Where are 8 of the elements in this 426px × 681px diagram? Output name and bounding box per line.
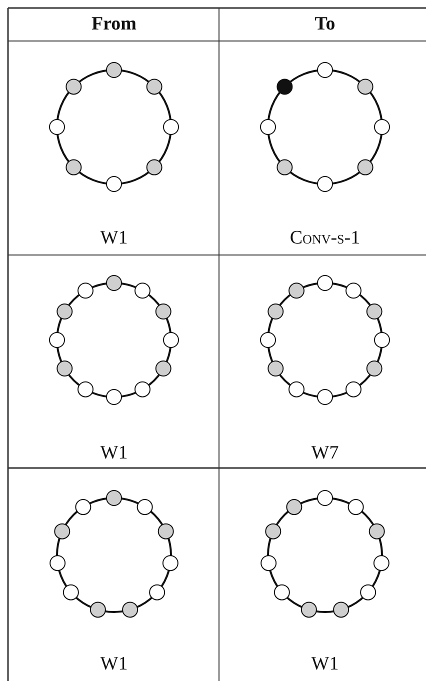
- table-cell-text: W1: [100, 444, 128, 462]
- table-cell-text: W7: [311, 444, 339, 462]
- table-cell-text: W1: [100, 654, 128, 674]
- column-header: From: [91, 14, 137, 34]
- table-cell-text: W1: [311, 654, 339, 674]
- column-header: To: [314, 14, 336, 34]
- table-cell-text: W1: [100, 228, 128, 248]
- table-cell-text: Conv-s-1: [290, 228, 360, 248]
